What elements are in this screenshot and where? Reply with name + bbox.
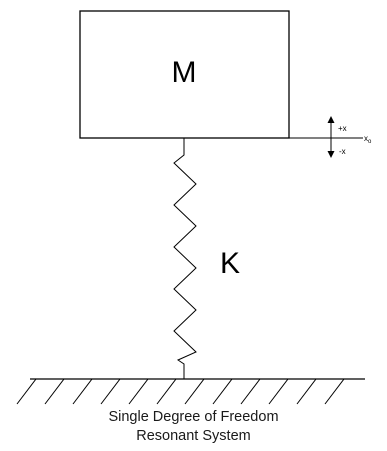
mass-label: M bbox=[172, 56, 197, 89]
caption-line-2: Resonant System bbox=[136, 428, 251, 444]
ground bbox=[16, 378, 365, 405]
spring-label: K bbox=[220, 247, 240, 280]
spring bbox=[173, 138, 197, 379]
plus-x-label: +x bbox=[338, 124, 347, 133]
caption: Single Degree of Freedom Resonant System bbox=[0, 408, 387, 446]
caption-line-1: Single Degree of Freedom bbox=[108, 409, 279, 425]
reference-label: xo bbox=[364, 134, 372, 145]
minus-x-label: -x bbox=[339, 147, 346, 156]
reference-subscript: o bbox=[368, 139, 372, 145]
displacement-arrow-icon bbox=[327, 116, 335, 158]
